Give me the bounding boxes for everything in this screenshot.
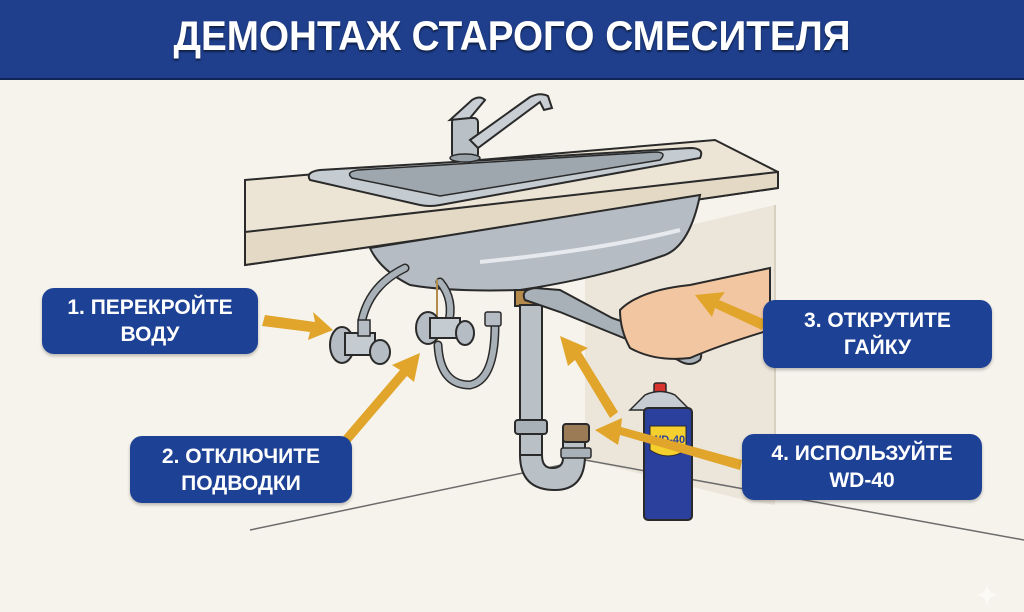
shutoff-valve-icon	[329, 319, 391, 365]
sparkle-watermark-icon	[975, 583, 999, 607]
faucet-icon	[447, 93, 554, 163]
step-4-line2: WD-40	[829, 469, 895, 492]
step-2-line1: 2. ОТКЛЮЧИТЕ	[161, 444, 321, 468]
illustration: WD-40	[0, 80, 1024, 606]
step-3-line1: 3. ОТКРУТИТЕ	[804, 309, 951, 332]
shutoff-valve-icon	[415, 311, 502, 346]
step-2-label: 2. ОТКЛЮЧИТЕ ПОДВОДКИ	[130, 436, 352, 503]
siphon-trap-icon	[514, 289, 592, 492]
title-banner: ДЕМОНТАЖ СТАРОГО СМЕСИТЕЛЯ	[0, 0, 1024, 80]
page-title: ДЕМОНТАЖ СТАРОГО СМЕСИТЕЛЯ	[173, 12, 851, 59]
wd40-can-icon: WD-40	[628, 382, 693, 521]
step-1-label: 1. ПЕРЕКРОЙТЕ ВОДУ	[42, 288, 258, 354]
step-3-line2: ГАЙКУ	[843, 336, 912, 359]
hand-icon	[618, 266, 771, 360]
sink-icon	[307, 146, 703, 292]
step-1-line1: 1. ПЕРЕКРОЙТЕ	[67, 296, 233, 319]
step-4-line1: 4. ИСПОЛЬЗУЙТЕ	[771, 442, 953, 465]
step-4-label: 4. ИСПОЛЬЗУЙТЕ WD-40	[742, 434, 982, 500]
step-3-label: 3. ОТКРУТИТЕ ГАЙКУ	[763, 300, 992, 368]
arrow-icon	[262, 292, 766, 470]
step-1-line2: ВОДУ	[120, 323, 180, 346]
step-2-line2: ПОДВОДКИ	[181, 471, 301, 495]
